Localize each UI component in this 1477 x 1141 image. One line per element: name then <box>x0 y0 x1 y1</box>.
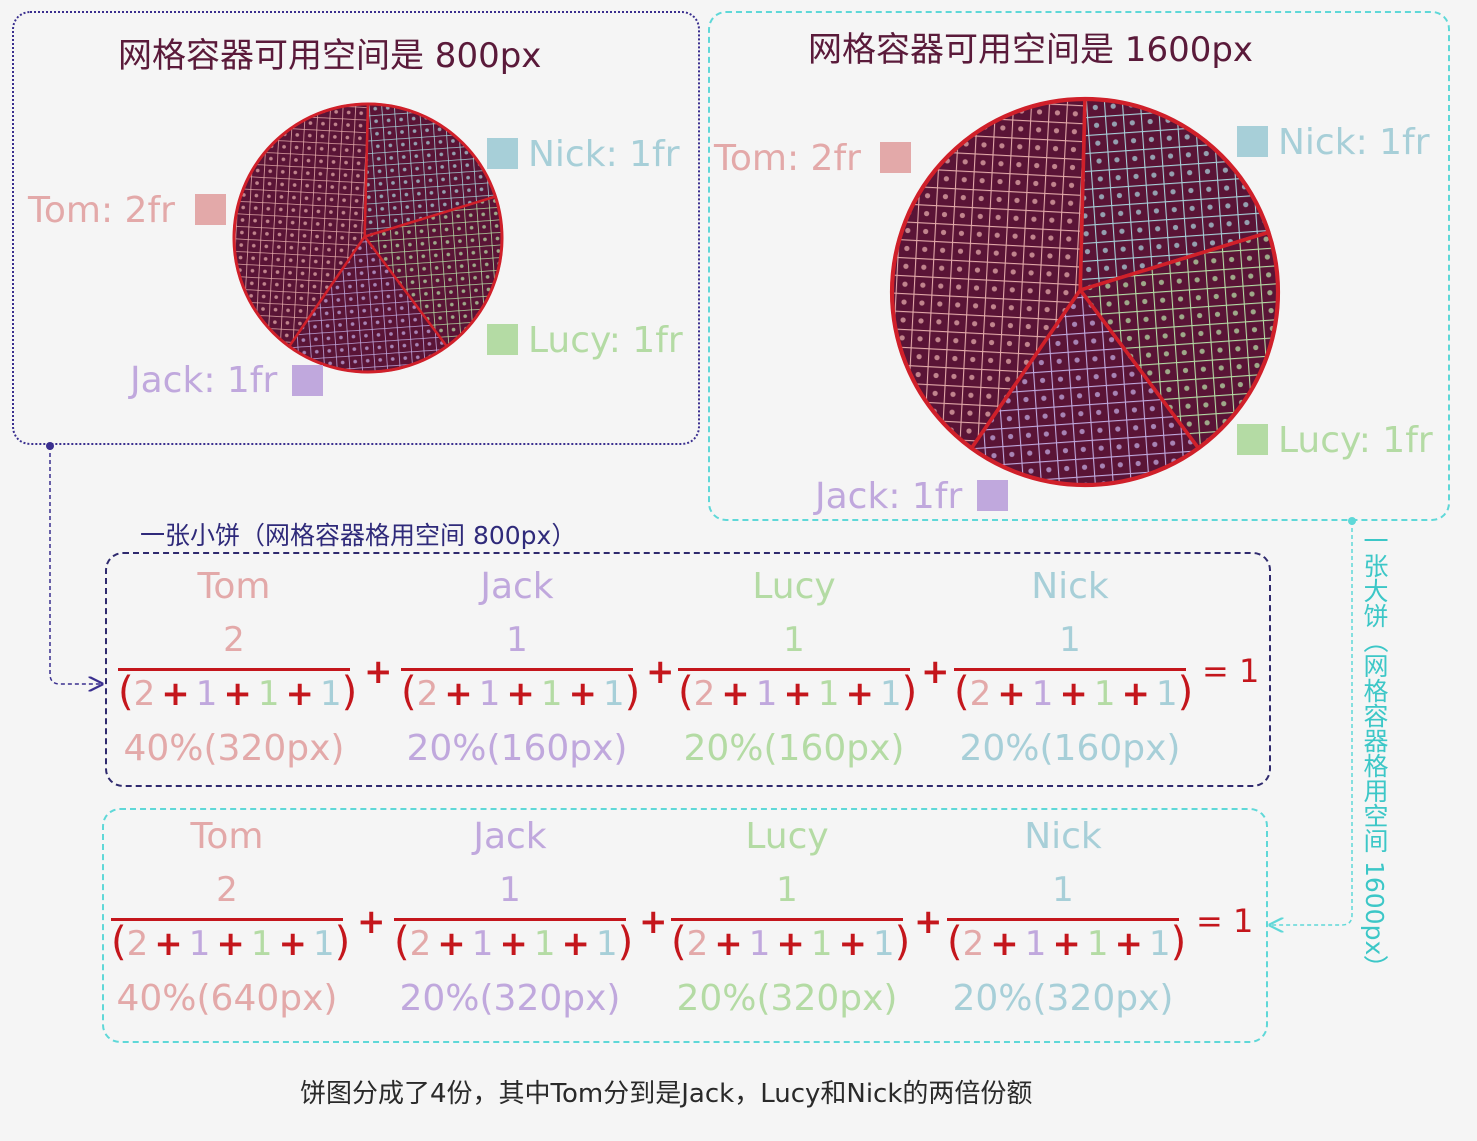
big-jack-swatch <box>977 480 1008 511</box>
row2-jack-name: Jack <box>473 816 547 857</box>
row2-tom-name: Tom <box>190 816 264 857</box>
denominator: (2+1+1+1) <box>111 919 351 965</box>
big-pie-formula-panel <box>102 808 1268 1043</box>
denominator: (2+1+1+1) <box>118 669 358 715</box>
small-pie-chart <box>232 102 504 374</box>
big-pie-chart <box>889 96 1281 488</box>
connector-line-small <box>49 446 102 684</box>
row1-nick-name: Nick <box>1031 566 1109 607</box>
denominator: (2+1+1+1) <box>401 669 641 715</box>
row2-tom-numerator: 2 <box>216 870 238 910</box>
small-panel-title: 网格容器可用空间是 800px <box>118 36 542 76</box>
big-lucy-label: Lucy: 1fr <box>1278 420 1433 461</box>
row2-jack-numerator: 1 <box>499 870 521 910</box>
small-tom-label: Tom: 2fr <box>28 190 175 231</box>
denominator: (2+1+1+1) <box>954 669 1194 715</box>
big-pie-panel <box>708 11 1450 521</box>
small-tom-swatch <box>195 194 226 225</box>
plus-sign: + <box>364 652 393 692</box>
row1-tom-name: Tom <box>197 566 271 607</box>
row1-lucy-numerator: 1 <box>783 620 805 660</box>
row2-nick-numerator: 1 <box>1052 870 1074 910</box>
connector-line-big <box>1270 521 1353 925</box>
big-nick-swatch <box>1237 126 1268 157</box>
equals-one: = 1 <box>1202 652 1260 690</box>
fraction-bar <box>954 668 1186 671</box>
row1-lucy-name: Lucy <box>752 566 836 607</box>
small-pie-formula-panel <box>105 552 1271 787</box>
small-lucy-swatch <box>487 324 518 355</box>
row2-lucy-name: Lucy <box>745 816 829 857</box>
fraction-bar <box>394 918 626 921</box>
plus-sign: + <box>639 902 668 942</box>
row2-lucy-percent: 20%(320px) <box>676 978 898 1019</box>
row1-jack-name: Jack <box>480 566 554 607</box>
small-nick-swatch <box>487 138 518 169</box>
row2-nick-name: Nick <box>1024 816 1102 857</box>
denominator: (2+1+1+1) <box>394 919 634 965</box>
big-tom-swatch <box>880 142 911 173</box>
big-tom-label: Tom: 2fr <box>714 138 861 179</box>
row2-tom-percent: 40%(640px) <box>116 978 338 1019</box>
big-pie-rim <box>889 96 1281 488</box>
fraction-bar <box>678 668 910 671</box>
row2-jack-percent: 20%(320px) <box>399 978 621 1019</box>
big-lucy-swatch <box>1237 424 1268 455</box>
plus-sign: + <box>914 902 943 942</box>
small-nick-label: Nick: 1fr <box>528 134 680 175</box>
fraction-bar <box>671 918 903 921</box>
row2-nick-percent: 20%(320px) <box>952 978 1174 1019</box>
small-pie-panel <box>12 11 700 445</box>
denominator: (2+1+1+1) <box>947 919 1187 965</box>
small-jack-label: Jack: 1fr <box>130 360 278 401</box>
denominator: (2+1+1+1) <box>671 919 911 965</box>
big-pie-caption: 一张大饼（网格容器格用空间 1600px） <box>1360 528 1389 981</box>
row1-nick-percent: 20%(160px) <box>959 728 1181 769</box>
row1-lucy-percent: 20%(160px) <box>683 728 905 769</box>
big-jack-label: Jack: 1fr <box>815 476 963 517</box>
row1-jack-numerator: 1 <box>506 620 528 660</box>
fraction-bar <box>118 668 350 671</box>
small-pie-caption: 一张小饼（网格容器格用空间 800px） <box>140 521 577 550</box>
footer-note: 饼图分成了4份，其中Tom分到是Jack，Lucy和Nick的两倍份额 <box>300 1079 1033 1109</box>
row1-nick-numerator: 1 <box>1059 620 1081 660</box>
small-lucy-label: Lucy: 1fr <box>528 320 683 361</box>
row1-tom-percent: 40%(320px) <box>123 728 345 769</box>
big-nick-label: Nick: 1fr <box>1278 122 1430 163</box>
fraction-bar <box>947 918 1179 921</box>
plus-sign: + <box>357 902 386 942</box>
plus-sign: + <box>646 652 675 692</box>
row2-lucy-numerator: 1 <box>776 870 798 910</box>
small-jack-swatch <box>292 365 323 396</box>
row1-tom-numerator: 2 <box>223 620 245 660</box>
plus-sign: + <box>921 652 950 692</box>
small-pie-rim <box>232 102 504 374</box>
fraction-bar <box>111 918 343 921</box>
row1-jack-percent: 20%(160px) <box>406 728 628 769</box>
fraction-bar <box>401 668 633 671</box>
big-panel-title: 网格容器可用空间是 1600px <box>808 30 1254 70</box>
denominator: (2+1+1+1) <box>678 669 918 715</box>
equals-one: = 1 <box>1196 902 1254 940</box>
